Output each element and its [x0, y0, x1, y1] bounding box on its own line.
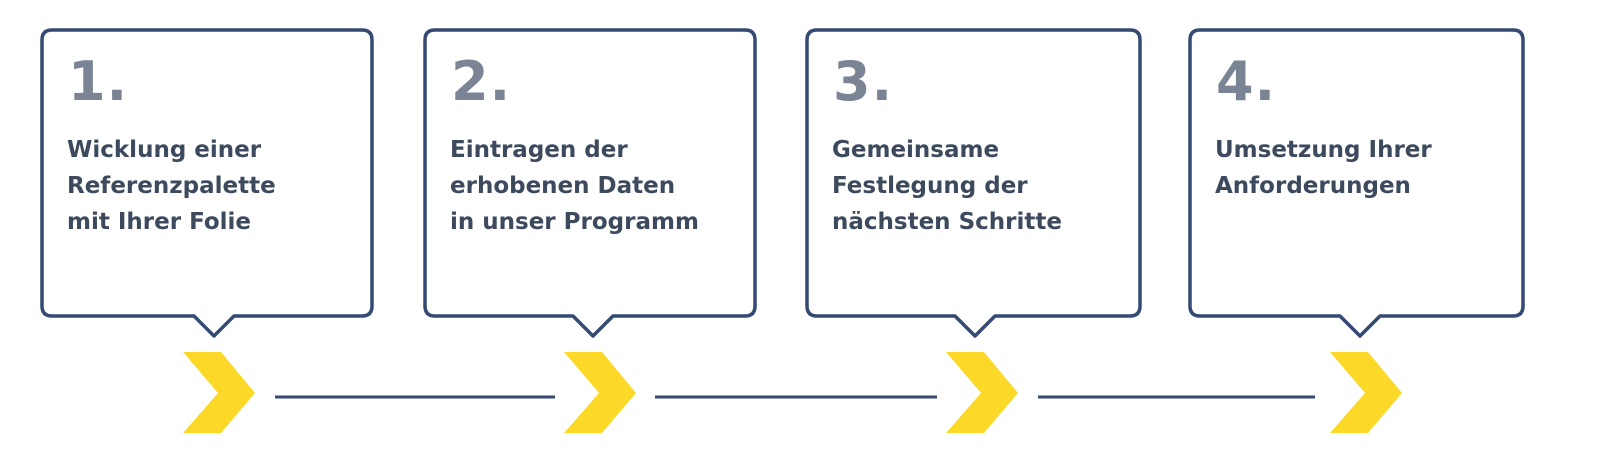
speech-box-1 — [40, 28, 374, 338]
step-description: Eintragen der erhobenen Daten in unser P… — [450, 137, 699, 235]
speech-box-2 — [423, 28, 757, 338]
step-number: 3. — [833, 50, 894, 113]
step-number: 4. — [1216, 50, 1277, 113]
chevron-right-icon — [946, 352, 1018, 433]
speech-box-4 — [1188, 28, 1525, 338]
step-number: 2. — [451, 50, 512, 113]
chevron-right-icon — [183, 352, 255, 433]
chevron-right-icon — [564, 352, 636, 433]
step-number: 1. — [68, 50, 129, 113]
step-description: Gemeinsame Festlegung der nächsten Schri… — [832, 137, 1062, 235]
chevron-right-icon — [1330, 352, 1402, 433]
speech-box-3 — [805, 28, 1142, 338]
step-description: Wicklung einer Referenzpalette mit Ihrer… — [67, 137, 276, 235]
step-description: Umsetzung Ihrer Anforderungen — [1215, 137, 1432, 199]
